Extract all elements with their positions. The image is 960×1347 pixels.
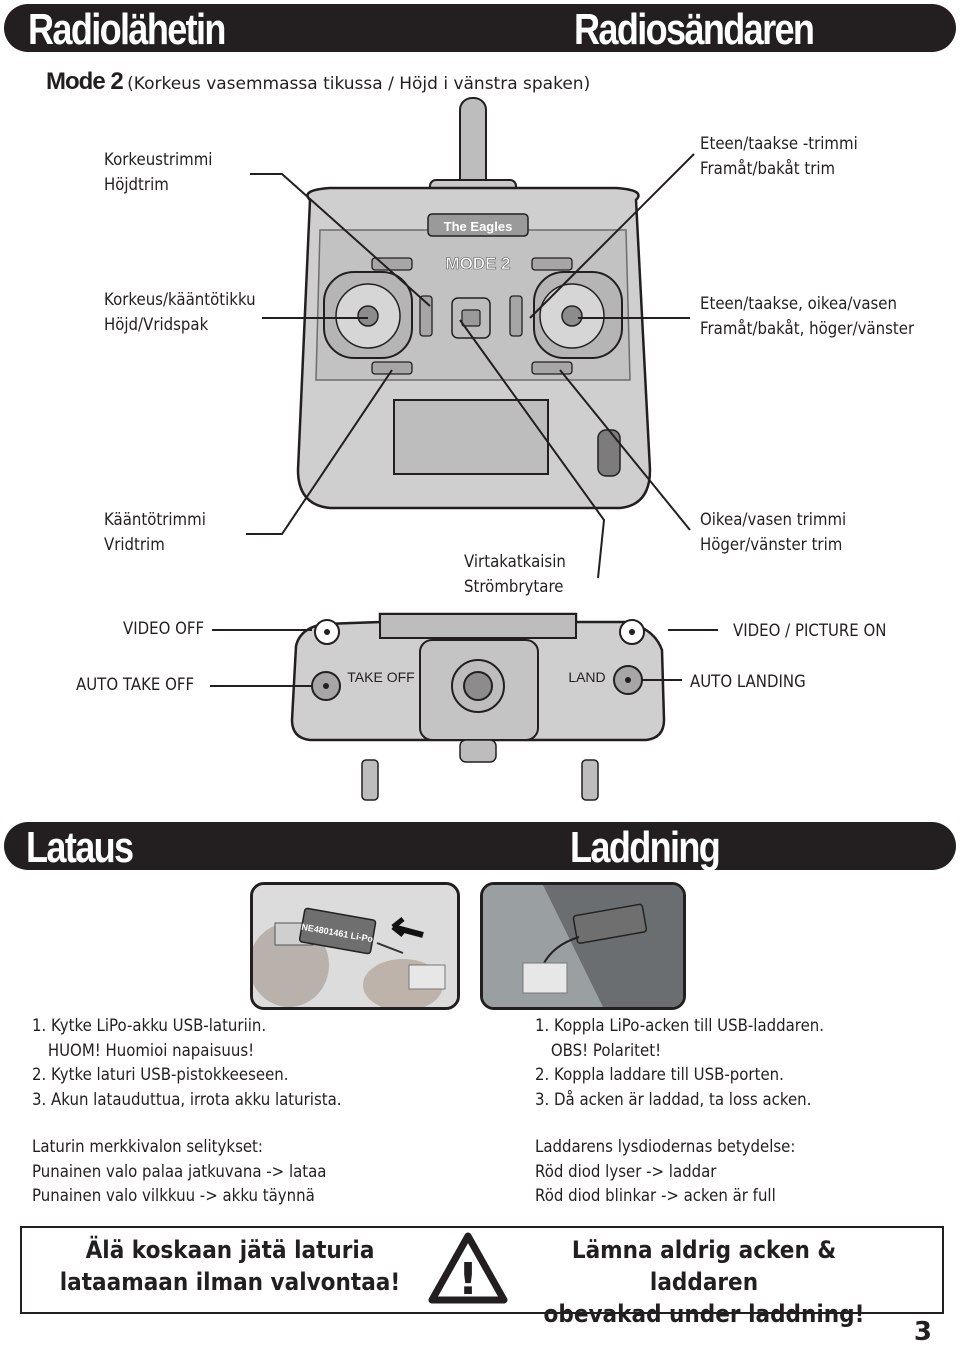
charging-photo-right — [480, 882, 686, 1010]
label-power-switch: Virtakatkaisin Strömbrytare — [464, 552, 566, 597]
mode-heading: Mode 2 (Korkeus vasemmassa tikussa / Höj… — [46, 68, 590, 96]
label-height-trim: Korkeustrimmi Höjdtrim — [104, 150, 213, 195]
label-right-stick: Eteen/taakse, oikea/vasen Framåt/bakåt, … — [700, 294, 915, 339]
charger-laptop-illustration — [483, 885, 683, 1007]
step-sv-2: 2. Koppla laddare till USB-porten. — [535, 1065, 784, 1085]
warning-triangle-icon: ! — [428, 1232, 508, 1305]
brand-text: The Eagles — [444, 219, 513, 234]
charging-banner: Lataus Laddning — [4, 822, 956, 872]
step-sv-note: OBS! Polaritet! — [550, 1040, 662, 1061]
step-fi-3: 3. Akun latauduttua, irrota akku laturis… — [32, 1089, 342, 1110]
label-video-on: VIDEO / PICTURE ON — [733, 621, 887, 641]
charging-title-fi: Lataus — [26, 823, 134, 872]
led-sv: Laddarens lysdiodernas betydelse: Röd di… — [535, 1137, 796, 1206]
takeoff-button-label: TAKE OFF — [347, 669, 414, 685]
warning-text-fi: Älä koskaan jätä laturia lataamaan ilman… — [59, 1236, 401, 1296]
mode-description: (Korkeus vasemmassa tikussa / Höjd i vän… — [127, 74, 591, 94]
step-sv-1: 1. Koppla LiPo-acken till USB-laddaren. — [535, 1016, 825, 1036]
label-auto-landing: AUTO LANDING — [690, 672, 806, 692]
steps-fi: 1. Kytke LiPo-akku USB-laturiin. HUOM! H… — [32, 1014, 342, 1112]
label-roll-trim: Oikea/vasen trimmi Höger/vänster trim — [700, 510, 847, 555]
led-fi: Laturin merkkivalon selitykset: Punainen… — [32, 1137, 327, 1206]
charging-title-sv: Laddning — [570, 823, 721, 872]
mode-badge-text: MODE 2 — [445, 254, 510, 273]
header-title-sv: Radiosändaren — [574, 5, 815, 54]
step-sv-3: 3. Då acken är laddad, ta loss acken. — [535, 1089, 812, 1110]
warning-box — [20, 1226, 944, 1314]
step-fi-note: HUOM! Huomioi napaisuus! — [47, 1040, 255, 1061]
steps-sv: 1. Koppla LiPo-acken till USB-laddaren. … — [535, 1014, 824, 1112]
label-left-stick: Korkeus/kääntötikku Höjd/Vridspak — [104, 290, 256, 335]
transmitter-illustration: The Eagles MODE 2 TAKE OFF LAND — [210, 97, 718, 801]
header-title-fi: Radiolähetin — [28, 5, 226, 54]
warning-symbol: ! — [458, 1254, 478, 1305]
step-fi-2: 2. Kytke laturi USB-pistokkeeseen. — [32, 1065, 289, 1085]
page-number: 3 — [913, 1317, 932, 1347]
charging-photo-left: NE4801461 Li-Po — [250, 882, 460, 1010]
header-banner: Radiolähetin Radiosändaren — [4, 4, 956, 54]
label-yaw-trim: Kääntötrimmi Vridtrim — [104, 510, 206, 555]
label-auto-takeoff: AUTO TAKE OFF — [76, 675, 195, 695]
mode-label: Mode 2 — [46, 68, 124, 95]
label-fwd-trim: Eteen/taakse -trimmi Framåt/bakåt trim — [700, 134, 858, 179]
land-button-label: LAND — [568, 669, 605, 685]
charger-hand-illustration: NE4801461 Li-Po — [253, 885, 457, 1007]
warning-text-sv: Lämna aldrig acken & laddaren obevakad u… — [543, 1236, 865, 1328]
step-fi-1: 1. Kytke LiPo-akku USB-laturiin. — [32, 1016, 267, 1036]
label-video-off: VIDEO OFF — [123, 619, 205, 639]
